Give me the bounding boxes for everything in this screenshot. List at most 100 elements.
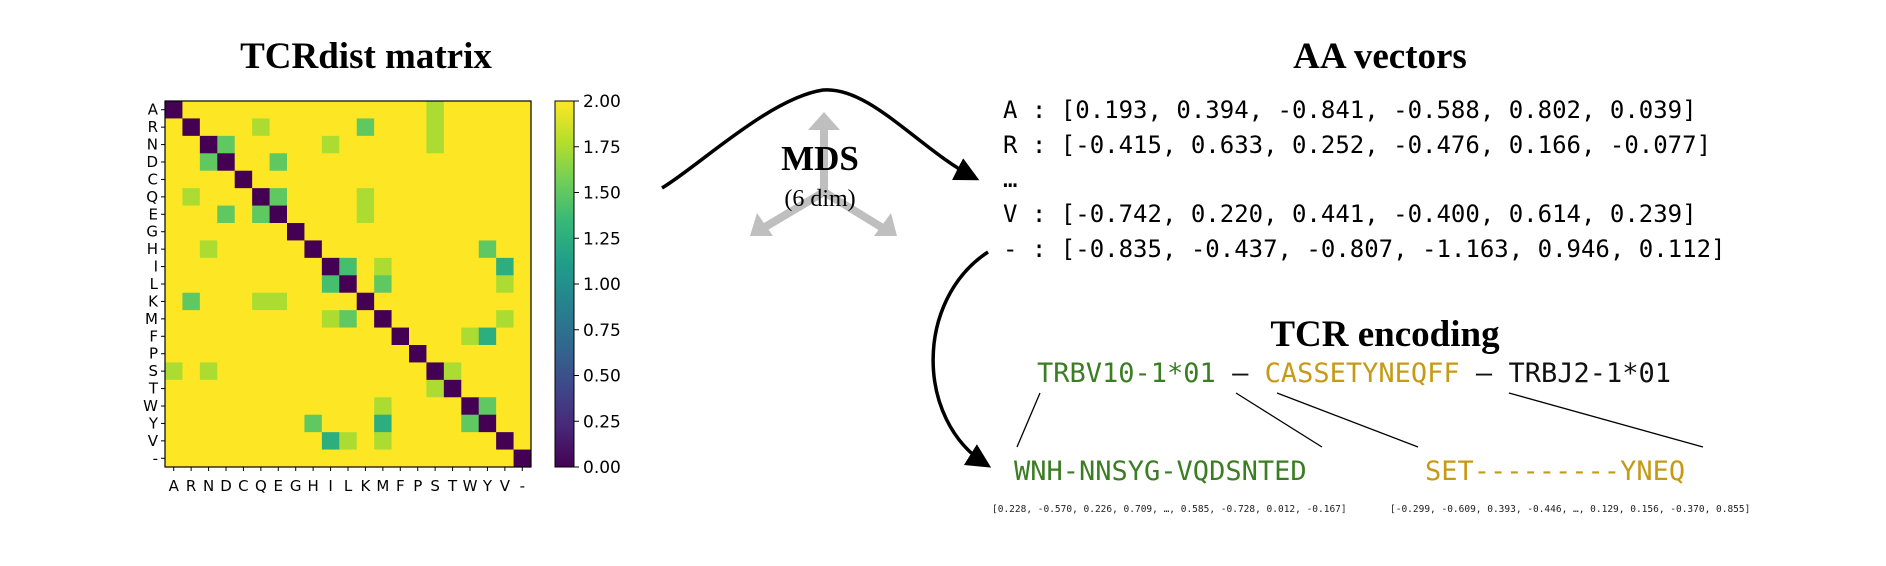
heatmap-cell [339,205,358,224]
heatmap-cell [461,379,480,398]
heatmap-cell [269,310,288,328]
heatmap-cell [391,397,410,416]
heatmap-cell [321,362,340,381]
heatmap-cell [199,449,218,468]
heatmap-cell [234,327,253,346]
heatmap-cell [426,101,445,119]
heatmap-cell [513,449,532,468]
heatmap-cell [478,205,497,224]
heatmap-cell [217,397,236,416]
heatmap-cell [339,118,358,137]
colorbar-tick-label: 0.75 [583,321,621,341]
heatmap-cell [513,223,532,241]
heatmap-cell [234,257,253,276]
heatmap-cell [321,310,340,328]
heatmap-cell [374,153,392,172]
heatmap-cell [339,292,358,311]
heatmap-cell [252,223,270,241]
heatmap-cell [496,170,514,189]
heatmap-cell [217,223,236,241]
heatmap-cell [339,223,358,241]
heatmap-cell [356,414,375,433]
heatmap-cell [356,397,375,416]
heatmap-cell [374,205,392,224]
heatmap-cell [304,118,323,137]
heatmap-cell [391,275,410,294]
heatmap-cell [426,118,445,137]
heatmap-cell [287,292,305,311]
heatmap-cell [252,327,270,346]
heatmap-cell [356,379,375,398]
heatmap-cell [182,449,201,468]
connector-lines [1016,392,1704,448]
heatmap-cell [391,414,410,433]
heatmap-cell [356,170,375,189]
heatmap-cell [496,240,514,259]
heatmap-cell [165,397,183,416]
heatmap-row-label: D [146,153,158,171]
heatmap-cell [496,153,514,172]
heatmap-cell [391,118,410,137]
heatmap-cell [374,414,392,433]
heatmap-column-label: Q [255,477,267,495]
heatmap-cell [199,362,218,381]
heatmap-column-label: R [186,477,196,495]
heatmap-cell [426,414,445,433]
heatmap-cell [391,432,410,450]
heatmap-cell [339,362,358,381]
heatmap-cell [374,345,392,363]
encoding-arrow [931,250,992,468]
heatmap-cell [426,397,445,416]
heatmap-cell [374,135,392,154]
heatmap-cell [182,397,201,416]
heatmap-cell [391,153,410,172]
heatmap-cell [443,275,462,294]
heatmap-cell [287,205,305,224]
heatmap-cell [513,362,532,381]
heatmap-cell [269,414,288,433]
heatmap-cell [182,327,201,346]
heatmap-cell [391,345,410,363]
separator: – [1216,358,1265,389]
heatmap-cell [252,170,270,189]
heatmap-cell [339,153,358,172]
heatmap-cell [217,310,236,328]
heatmap-cell [356,223,375,241]
heatmap-cell [443,327,462,346]
heatmap-cell [217,153,236,172]
heatmap-cell [513,153,532,172]
heatmap-cell [426,327,445,346]
heatmap-cell [217,170,236,189]
heatmap-cell [513,275,532,294]
heatmap-cell [391,170,410,189]
heatmap-cell [374,223,392,241]
heatmap-grid [165,101,532,468]
heatmap-cell [182,432,201,450]
heatmap-cell [513,397,532,416]
heatmap-cell [391,101,410,119]
heatmap-cell [287,135,305,154]
heatmap-cell [287,345,305,363]
heatmap-cell [426,275,445,294]
heatmap-cell [182,153,201,172]
heatmap-cell [374,327,392,346]
heatmap-cell [461,188,480,206]
heatmap-cell [182,205,201,224]
heatmap-cell [409,379,427,398]
v-vector: [0.228, -0.570, 0.226, 0.709, …, 0.585, … [992,504,1347,515]
heatmap-cell [182,135,201,154]
heatmap-cell [287,257,305,276]
heatmap-cell [478,118,497,137]
heatmap-cell [234,449,253,468]
heatmap-cell [409,101,427,119]
heatmap-cell [443,414,462,433]
heatmap-cell [287,379,305,398]
heatmap-cell [426,153,445,172]
heatmap-row-label: I [154,258,158,276]
heatmap-cell [252,432,270,450]
colorbar-tick-label: 0.50 [583,367,621,387]
heatmap-cell [287,310,305,328]
heatmap-cell [496,310,514,328]
heatmap-cell [269,205,288,224]
heatmap-cell [252,379,270,398]
